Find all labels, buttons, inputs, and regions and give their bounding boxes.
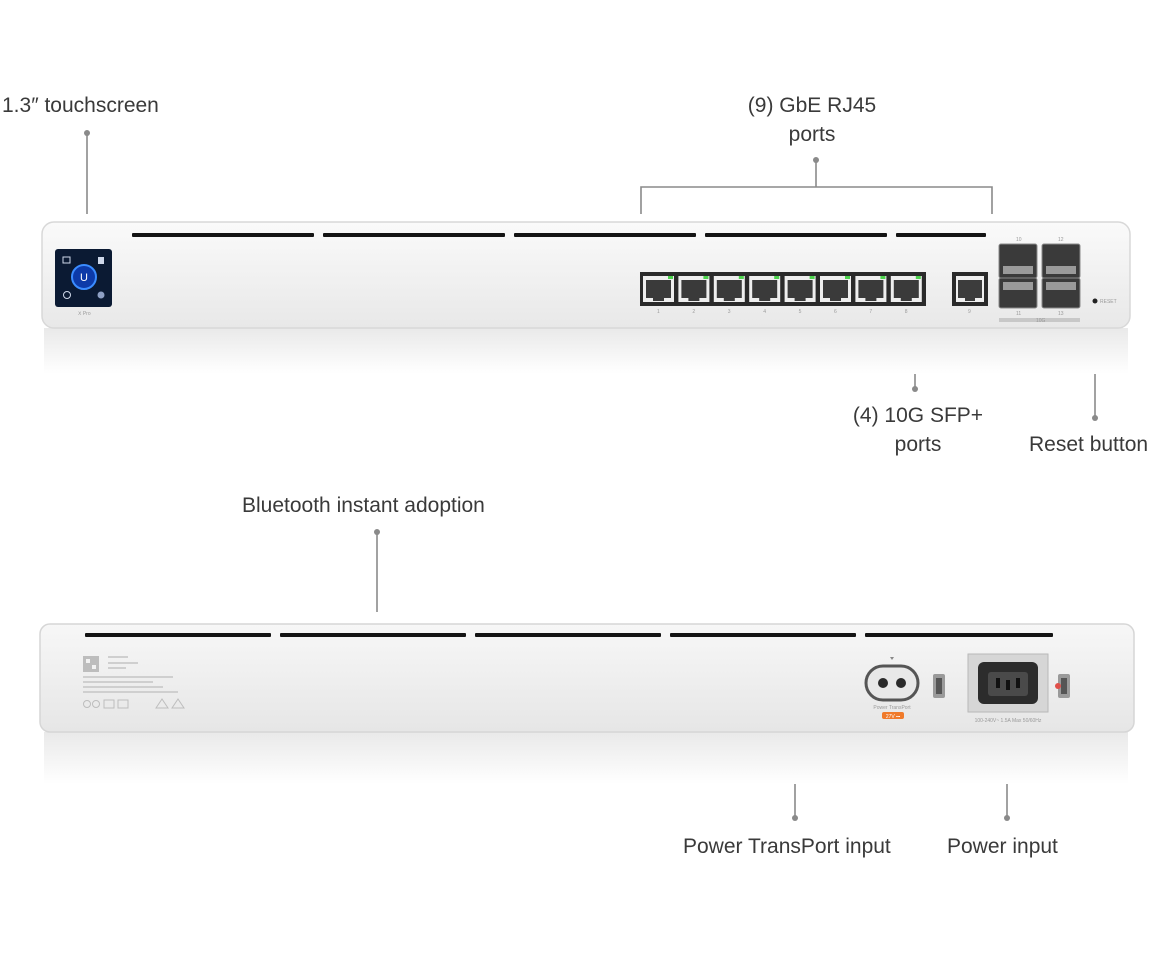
- touchscreen-dot: [84, 130, 90, 136]
- screen-icon: [98, 257, 104, 264]
- vent: [85, 633, 271, 637]
- screen-icon: [63, 291, 71, 299]
- vent: [475, 633, 661, 637]
- ac-indicator-icon: [1055, 683, 1061, 689]
- power-input-label: Power input: [947, 835, 1058, 858]
- sfp-ports-label-line1: (4) 10G SFP+: [852, 404, 984, 427]
- rj45-port-8[interactable]: [890, 276, 922, 302]
- ac-power-inlet[interactable]: [967, 653, 1061, 713]
- ground-lug-icon: [933, 674, 1070, 698]
- sfp-bottom-number: 11: [1016, 311, 1021, 317]
- screen-icon: [62, 256, 71, 264]
- power-dot: [1004, 815, 1010, 821]
- transport-badge-text: 27V ⎓: [886, 714, 900, 720]
- rear-reflection: [44, 732, 1128, 784]
- rj45-port-number: 6: [834, 309, 837, 315]
- port-led: [915, 276, 921, 279]
- sfp-cages: [998, 243, 1081, 309]
- rj45-dot: [813, 157, 819, 163]
- port-led: [738, 276, 744, 279]
- sfp-bottom-number: 13: [1058, 311, 1064, 317]
- reset-dot: [1092, 415, 1098, 421]
- front-reflection: [44, 328, 1128, 374]
- vent: [323, 233, 505, 237]
- certification-marks-icon: [83, 698, 185, 709]
- rj45-port-9[interactable]: [952, 272, 988, 306]
- front-vents: [132, 233, 986, 237]
- rj45-port-number: 9: [968, 309, 971, 315]
- rj45-port-3[interactable]: [713, 276, 745, 302]
- reset-button[interactable]: [1092, 298, 1098, 304]
- port-led: [809, 276, 815, 279]
- vent: [280, 633, 466, 637]
- sfp-top-number: 10: [1016, 237, 1022, 243]
- power-transport-label: Power TransPort input: [683, 835, 891, 858]
- qr-code-icon: [83, 656, 99, 672]
- touchscreen-label: 1.3″ touchscreen: [2, 94, 159, 117]
- port-led: [880, 276, 886, 279]
- vent: [670, 633, 856, 637]
- rear-chassis: [39, 623, 1135, 733]
- rj45-port-number: 7: [869, 309, 872, 315]
- rj45-ports-label: (9) GbE RJ45 ports: [736, 91, 888, 149]
- rj45-port-5[interactable]: [784, 276, 816, 302]
- model-text: Ⅹ Pro: [78, 311, 91, 317]
- transport-label: Power TransPort: [873, 705, 911, 711]
- sfp-ports-label-line2: ports: [894, 433, 942, 456]
- port-led: [774, 276, 780, 279]
- transport-badge: [882, 712, 904, 719]
- transport-dot: [792, 815, 798, 821]
- rj45-port-number: 4: [763, 309, 766, 315]
- rj45-ports-label-line1: (9) GbE RJ45: [747, 94, 877, 117]
- port-led: [845, 276, 850, 279]
- rj45-port-7[interactable]: [855, 276, 887, 302]
- sfp-group-label: 10G: [1036, 318, 1046, 324]
- rj45-bracket: [640, 186, 993, 214]
- reset-text: RESET: [1100, 299, 1117, 305]
- ac-rating: 100-240V~ 1.5A Max 50/60Hz: [975, 718, 1042, 724]
- touchscreen[interactable]: U: [55, 249, 112, 307]
- port-led: [703, 276, 709, 279]
- sfp-dot: [912, 386, 918, 392]
- rj45-ports-label-line2: ports: [788, 123, 836, 146]
- port-led: [668, 276, 673, 279]
- reset-button-label: Reset button: [1029, 433, 1149, 456]
- rj45-port-1[interactable]: [643, 276, 674, 302]
- vent: [865, 633, 1053, 637]
- rj45-port-2[interactable]: [678, 276, 710, 302]
- rj45-port-number: 5: [799, 309, 802, 315]
- bluetooth-dot: [374, 529, 380, 535]
- sfp-group-bar: [999, 318, 1080, 322]
- screen-icon: [97, 291, 105, 299]
- power-transport-port[interactable]: [864, 664, 920, 702]
- sfp-ports-label: (4) 10G SFP+ ports: [842, 401, 994, 459]
- rj45-port-number: 2: [692, 309, 695, 315]
- rj45-port-number: 1: [657, 309, 660, 315]
- regulatory-text-lines: [83, 656, 178, 693]
- vent: [896, 233, 986, 237]
- vent: [514, 233, 696, 237]
- svg-text:U: U: [80, 272, 88, 284]
- transport-arrow-icon: [890, 657, 894, 660]
- bluetooth-label: Bluetooth instant adoption: [242, 494, 485, 517]
- sfp-top-number: 12: [1058, 237, 1064, 243]
- rear-panel: Power TransPort 27V ⎓ 100-240V~ 1.5A Max…: [39, 623, 1135, 784]
- rj45-port-4[interactable]: [749, 276, 781, 302]
- rear-vents: [85, 633, 1053, 637]
- rj45-port-number: 3: [728, 309, 731, 315]
- rj45-port-number: 8: [905, 309, 908, 315]
- rj45-port-6[interactable]: [820, 276, 851, 302]
- vent: [132, 233, 314, 237]
- vent: [705, 233, 887, 237]
- unifi-logo-icon: [71, 264, 97, 290]
